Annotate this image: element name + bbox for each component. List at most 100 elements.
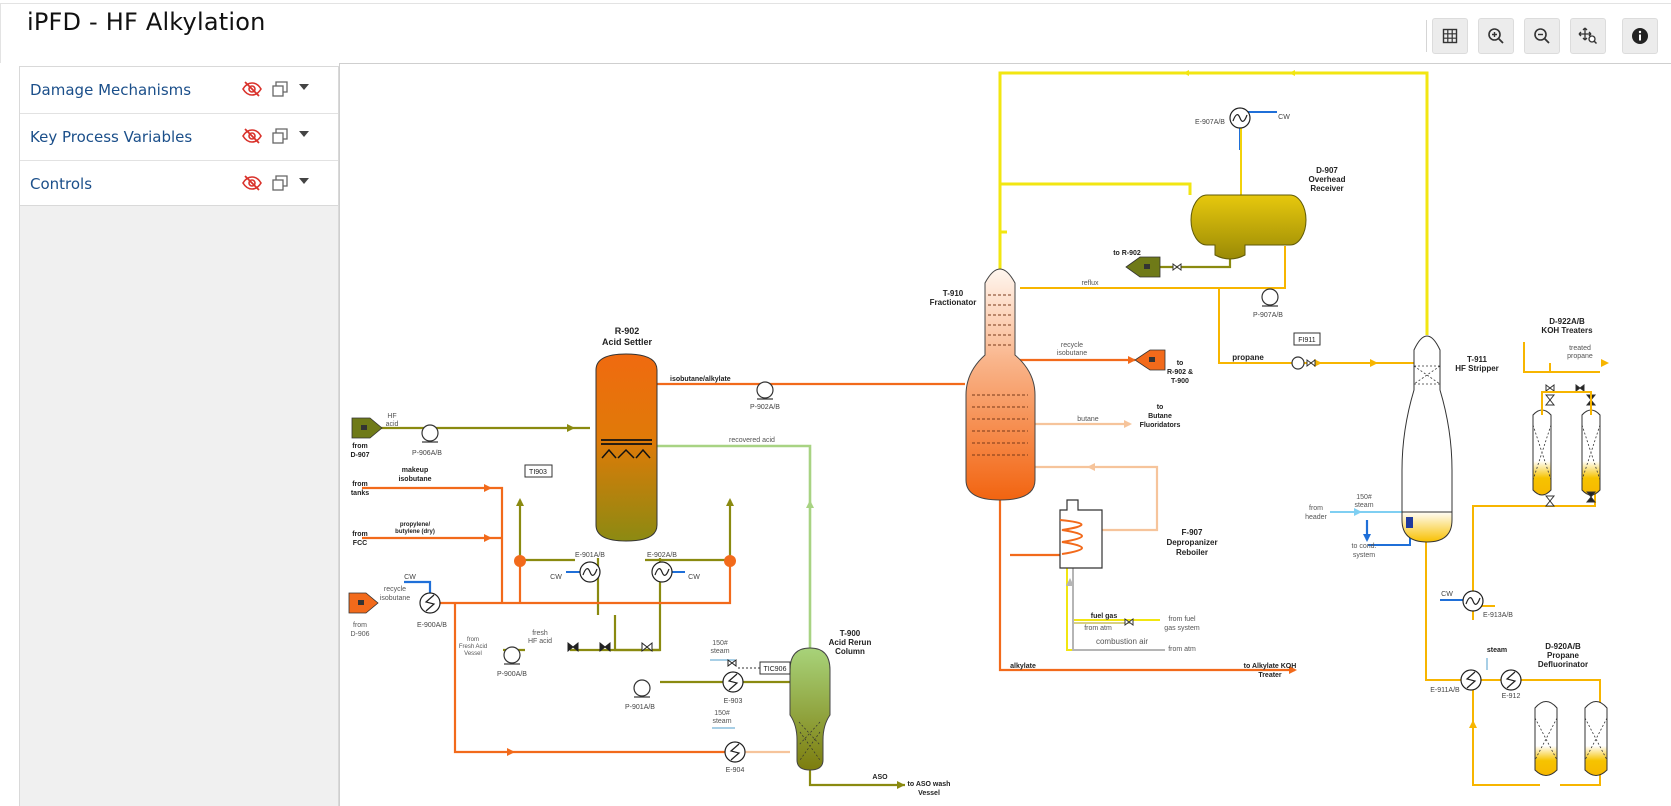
- d-920-label: D-920A/B: [1545, 642, 1581, 651]
- p-902-pump[interactable]: [756, 381, 774, 400]
- p-907-pump[interactable]: [1261, 288, 1279, 307]
- sidebar-item-key-process-variables[interactable]: Key Process Variables: [20, 114, 338, 161]
- grid-icon: [1442, 28, 1458, 44]
- cw-label-e901: CW: [550, 574, 562, 581]
- recycle-isobutane-label: recycle: [1061, 342, 1083, 349]
- zoom-in-button[interactable]: [1478, 18, 1514, 54]
- fresh-hf-label: fresh: [532, 630, 548, 637]
- p-901-pump[interactable]: [633, 679, 651, 698]
- green-lines: [655, 444, 812, 652]
- t-900-label: T-900: [840, 629, 861, 638]
- propane-label: propane: [1232, 353, 1264, 362]
- treated-propane-label: treated: [1569, 345, 1591, 352]
- mixer-node-right: [724, 555, 736, 567]
- sidebar-item-controls[interactable]: Controls: [20, 161, 338, 207]
- p-900-pump[interactable]: [503, 646, 521, 665]
- d-920-sub1: Propane: [1547, 651, 1580, 660]
- from-fuel-label: from fuel: [1168, 616, 1196, 623]
- e-907-exchanger[interactable]: [1229, 107, 1251, 129]
- to-r-902-t-900-drum[interactable]: [1134, 349, 1166, 371]
- d-922-koh-treaters[interactable]: [1532, 384, 1601, 507]
- d-920-propane-defluorinator[interactable]: [1534, 701, 1608, 776]
- eye-slash-icon[interactable]: [242, 128, 262, 144]
- from-fuel-label2: gas system: [1164, 625, 1200, 632]
- ti903-tag-box[interactable]: [524, 464, 553, 478]
- sidebar-item-label: Controls: [30, 175, 93, 193]
- combustion-air-label: combustion air: [1096, 637, 1148, 646]
- e-911-exchanger[interactable]: [1460, 669, 1482, 691]
- zoom-out-icon: [1534, 28, 1550, 44]
- e-904-exchanger[interactable]: [724, 741, 746, 763]
- t-900-acid-rerun-column[interactable]: [789, 647, 831, 771]
- hf-acid-label: HF: [387, 413, 396, 420]
- to-r-902-drum[interactable]: [1125, 256, 1182, 278]
- eye-slash-icon[interactable]: [242, 175, 262, 191]
- e-903-exchanger[interactable]: [722, 671, 744, 693]
- orange-lines: [362, 358, 1295, 754]
- p-907-label: P-907A/B: [1253, 312, 1283, 319]
- p-901-label: P-901A/B: [625, 704, 655, 711]
- fuel-gas-valve[interactable]: [1124, 618, 1134, 626]
- r-902-acid-settler[interactable]: [595, 353, 658, 542]
- t-910-label: T-910: [943, 289, 964, 298]
- p-906-pump[interactable]: [421, 424, 439, 443]
- header-bar: [0, 3, 1671, 63]
- fi911-instrument[interactable]: [1291, 332, 1321, 370]
- t-911-sub: HF Stripper: [1455, 364, 1499, 373]
- eye-slash-icon[interactable]: [242, 81, 262, 97]
- to-r902-t900-label2: R-902 &: [1167, 369, 1193, 376]
- t-911-label: T-911: [1467, 355, 1488, 364]
- steam150-e903: 150#: [712, 640, 728, 647]
- steam-label-e912: steam: [1487, 647, 1507, 654]
- e-913-exchanger[interactable]: [1462, 590, 1484, 612]
- from-tanks-label: from: [352, 481, 368, 488]
- recovered-acid-label: recovered acid: [729, 437, 775, 444]
- propylene-label2: butylene (dry): [395, 529, 435, 535]
- grid-button[interactable]: [1432, 18, 1468, 54]
- f-907-sub1: Depropanizer: [1166, 538, 1217, 547]
- e-901-exchanger[interactable]: [579, 561, 601, 583]
- window-restore-icon[interactable]: [272, 81, 288, 97]
- from-fresh-label3: Vessel: [464, 651, 482, 657]
- from-fcc-label2: FCC: [353, 540, 367, 547]
- from-fresh-label2: Fresh Acid: [459, 644, 487, 650]
- to-r902-label: to R-902: [1113, 250, 1141, 257]
- chevron-down-icon[interactable]: [299, 178, 309, 186]
- f-907-reboiler[interactable]: [1059, 499, 1103, 569]
- toolbar-divider: [1426, 20, 1427, 52]
- from-tanks-label2: tanks: [351, 490, 369, 497]
- chevron-down-icon[interactable]: [299, 131, 309, 139]
- cw-label-e900: CW: [404, 574, 416, 581]
- t-911-hf-stripper[interactable]: [1401, 335, 1453, 543]
- e-902-exchanger[interactable]: [651, 561, 673, 583]
- hf-acid-label2: acid: [386, 421, 399, 428]
- to-koh-label: to Alkylate KOH: [1244, 663, 1297, 670]
- from-d-907-inlet[interactable]: [351, 417, 383, 439]
- t-910-fractionator[interactable]: [965, 268, 1036, 501]
- window-restore-icon[interactable]: [272, 175, 288, 191]
- sidebar-item-label: Damage Mechanisms: [30, 81, 192, 99]
- to-cond-label: to cond.: [1352, 543, 1377, 550]
- tic906-tag-box[interactable]: [759, 661, 791, 675]
- tic906-control-valve[interactable]: [727, 659, 737, 667]
- chevron-down-icon[interactable]: [299, 84, 309, 92]
- from-d-906-inlet[interactable]: [348, 592, 379, 614]
- to-butane-label3: Fluoridators: [1140, 422, 1181, 429]
- e-900-exchanger[interactable]: [419, 592, 441, 614]
- acid-valves[interactable]: [567, 641, 653, 653]
- window-restore-icon[interactable]: [272, 128, 288, 144]
- steam150-t911: 150#: [1356, 494, 1372, 501]
- fi911-label: FI911: [1298, 337, 1315, 344]
- fit-view-button[interactable]: [1570, 18, 1606, 54]
- to-aso-label: to ASO wash: [908, 781, 951, 788]
- e-912-exchanger[interactable]: [1500, 669, 1522, 691]
- page-title: iPFD - HF Alkylation: [27, 8, 266, 36]
- t-910-sub: Fractionator: [930, 298, 977, 307]
- zoom-out-button[interactable]: [1524, 18, 1560, 54]
- f-907-label: F-907: [1182, 528, 1203, 537]
- info-button[interactable]: [1622, 18, 1658, 54]
- d-907-overhead-receiver[interactable]: [1190, 194, 1307, 260]
- steam-t911: steam: [1354, 502, 1373, 509]
- sidebar-item-damage-mechanisms[interactable]: Damage Mechanisms: [20, 67, 338, 114]
